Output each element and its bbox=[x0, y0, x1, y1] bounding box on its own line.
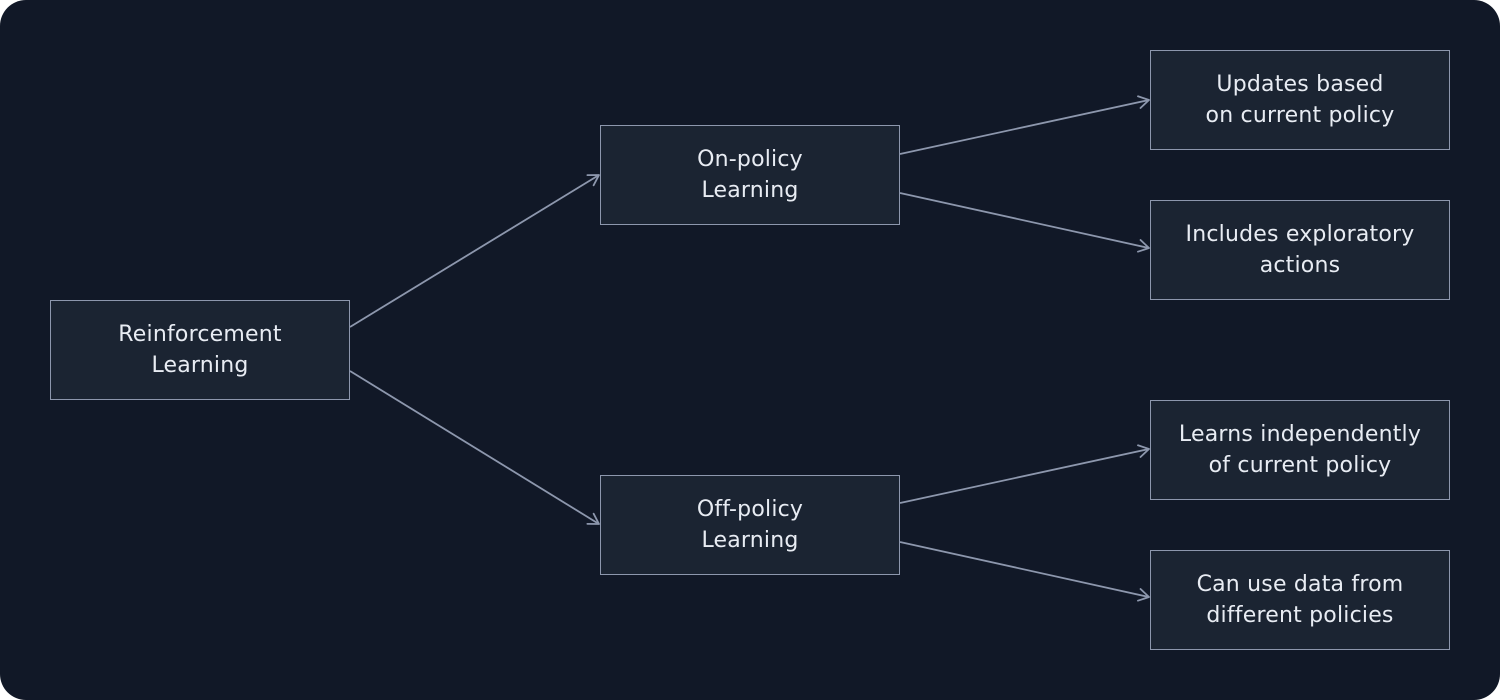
node-label-line1: Reinforcement bbox=[118, 322, 282, 347]
node-label-line2: on current policy bbox=[1205, 103, 1395, 128]
node-label-line1: Off-policy bbox=[696, 497, 804, 522]
edge-on-policy-to-exploratory bbox=[899, 192, 1150, 253]
node-label-line1: Includes exploratory bbox=[1185, 222, 1415, 247]
node-label-line1: Updates based bbox=[1216, 72, 1384, 97]
node-label-line2: Learning bbox=[701, 178, 799, 203]
edge-root-to-on-policy bbox=[349, 174, 600, 328]
node-label-line1: Learns independently bbox=[1178, 422, 1422, 447]
node-label-line2: Learning bbox=[151, 353, 249, 378]
edge-off-policy-to-independent bbox=[899, 444, 1150, 504]
edge-root-to-off-policy bbox=[349, 370, 600, 525]
node-learns-independently: Learns independently of current policy bbox=[1150, 400, 1450, 500]
node-exploratory-actions: Includes exploratory actions bbox=[1150, 200, 1450, 300]
node-data-different-policies: Can use data from different policies bbox=[1150, 550, 1450, 650]
node-label-line2: different policies bbox=[1206, 603, 1394, 628]
node-off-policy-learning: Off-policy Learning bbox=[600, 475, 900, 575]
node-label-line2: Learning bbox=[701, 528, 799, 553]
node-label-line2: actions bbox=[1259, 253, 1341, 278]
node-label-line1: Can use data from bbox=[1196, 572, 1404, 597]
node-label-line1: On-policy bbox=[697, 147, 803, 172]
node-label-line2: of current policy bbox=[1208, 453, 1392, 478]
node-reinforcement-learning: Reinforcement Learning bbox=[50, 300, 350, 400]
edge-on-policy-to-updates bbox=[899, 95, 1150, 155]
node-on-policy-learning: On-policy Learning bbox=[600, 125, 900, 225]
node-updates-current-policy: Updates based on current policy bbox=[1150, 50, 1450, 150]
edge-off-policy-to-data bbox=[899, 541, 1150, 602]
